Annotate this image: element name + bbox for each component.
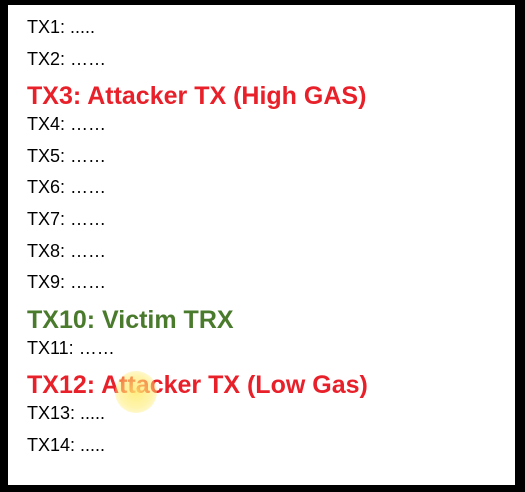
tx-item-4: TX4: …… [27,114,107,135]
tx-item-5: TX5: …… [27,145,107,166]
tx-item-13: TX13: ..... [27,403,106,424]
tx-item-2: TX2: …… [27,48,107,69]
tx-item-10-victim: TX10: Victim TRX [27,305,234,334]
tx-item-8: TX8: …… [27,240,107,261]
slide-frame: TX1: ..... TX2: …… TX3: Attacker TX (Hig… [7,4,516,486]
tx-item-6: TX6: …… [27,177,107,198]
tx-item-3-attacker: TX3: Attacker TX (High GAS) [27,82,367,111]
tx-item-7: TX7: …… [27,208,107,229]
tx-item-11: TX11: …… [27,337,115,358]
tx-item-14: TX14: ..... [27,434,106,455]
tx-item-1: TX1: ..... [27,17,96,37]
tx-item-12-attacker: TX12: Attacker TX (Low Gas) [27,371,368,400]
tx-item-9: TX9: …… [27,272,107,293]
transaction-list: TX1: ..... TX2: …… TX3: Attacker TX (Hig… [27,16,368,466]
